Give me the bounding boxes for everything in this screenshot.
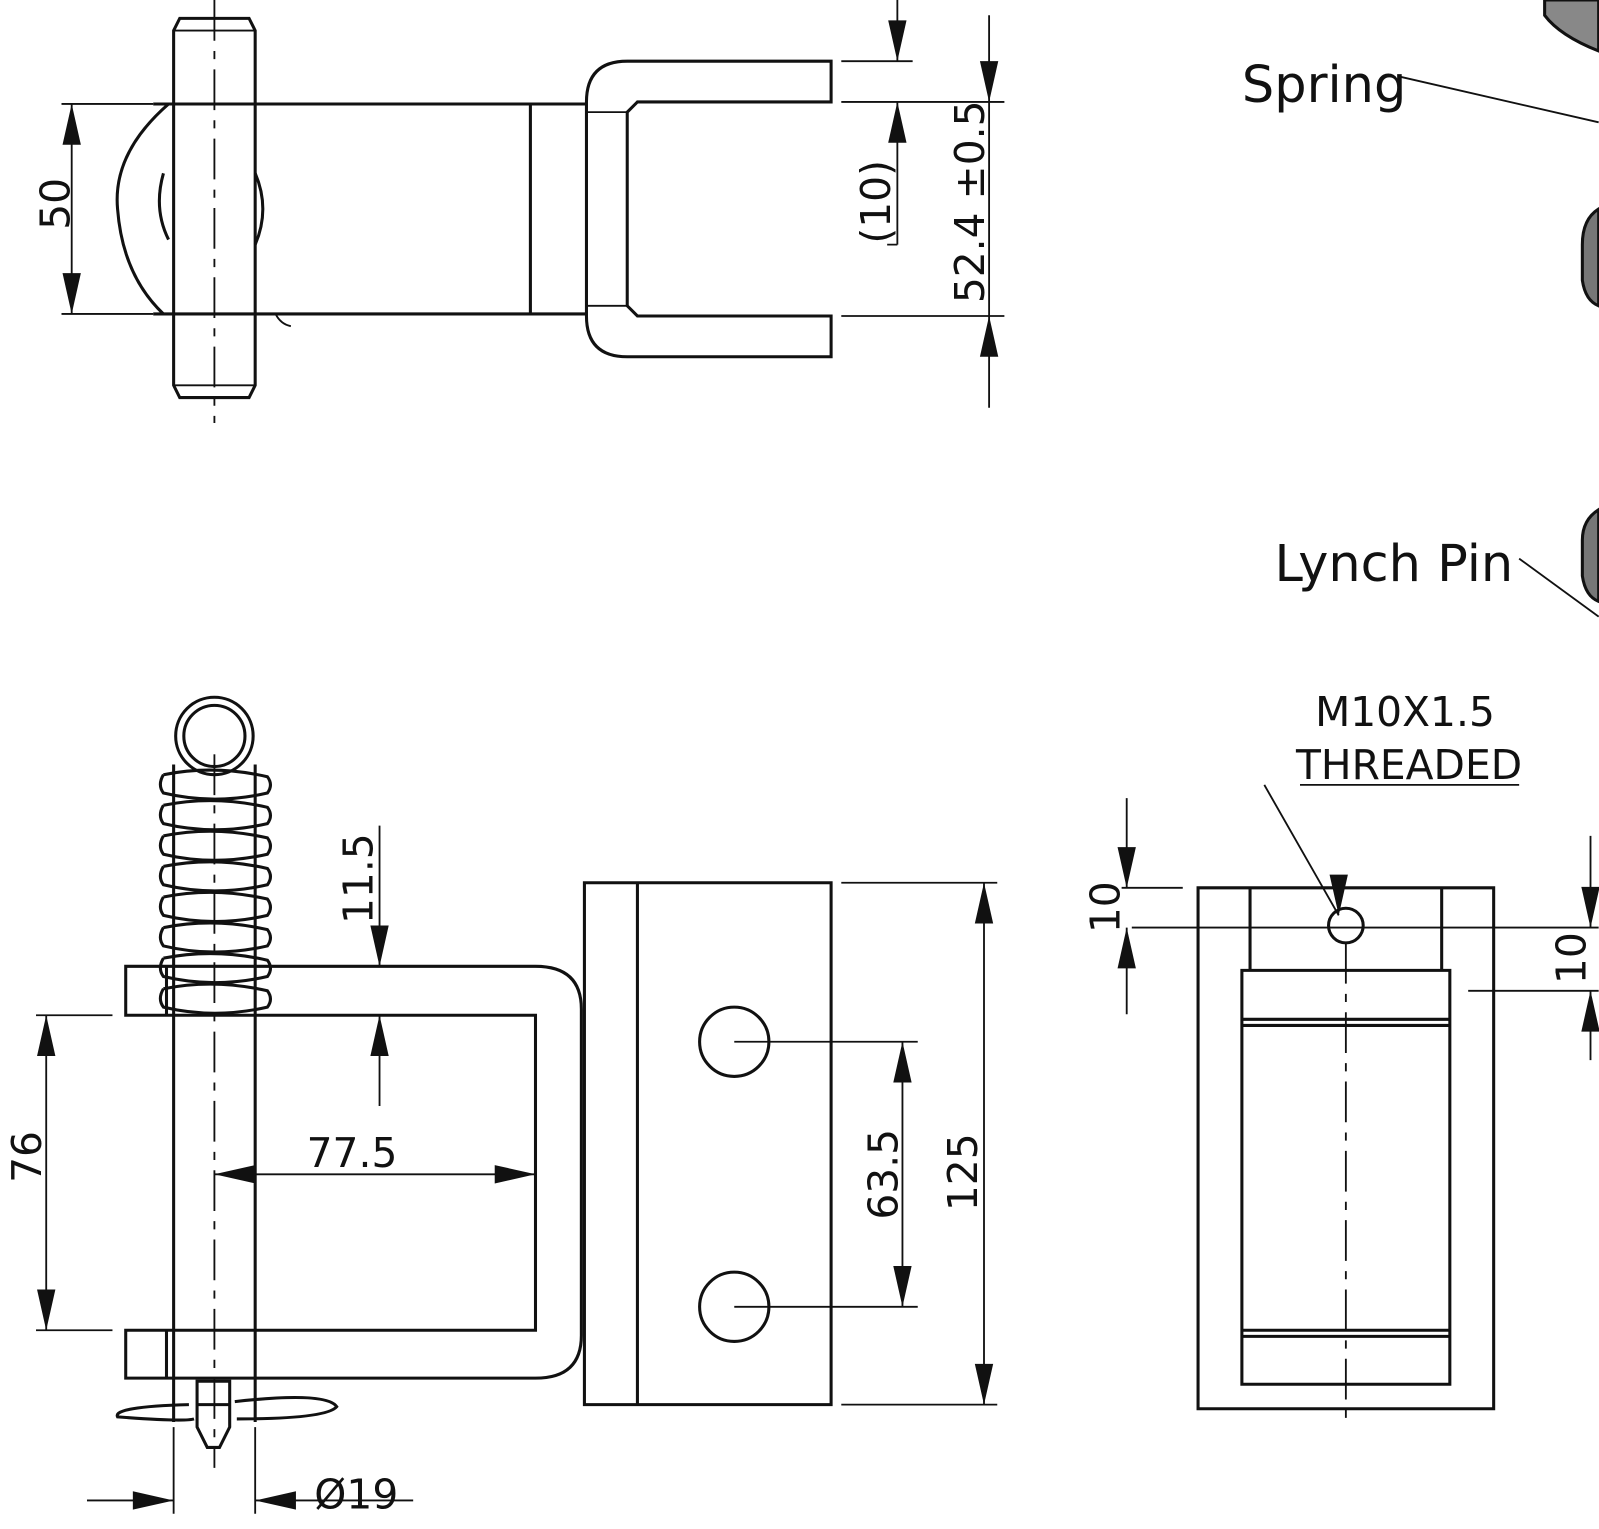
dimension-arrow: [62, 103, 81, 145]
dimension-arrow: [1581, 990, 1599, 1032]
dim-line: [86, 1427, 414, 1514]
body-outline: [153, 102, 587, 316]
side-roller: [1240, 968, 1452, 1386]
dimension-arrow: [494, 1165, 536, 1184]
dim-pin-diameter: Ø19: [314, 1471, 398, 1519]
clevis: [584, 59, 833, 359]
mount-plate: [582, 881, 833, 1407]
dimension-arrow: [370, 925, 389, 967]
drawing-line: [274, 313, 292, 328]
dimension-arrow: [255, 1491, 296, 1510]
dim-bar-offset: 11.5: [334, 833, 382, 924]
thread-spec-label: M10X1.5: [1315, 688, 1495, 736]
dim-reach: 77.5: [307, 1129, 398, 1177]
dimension-arrow: [979, 61, 999, 102]
drawing-line: [1248, 887, 1444, 971]
lynch-pin-leader: [1518, 557, 1599, 618]
dim-inner-height: 76: [3, 1131, 51, 1183]
wheel-arc: [115, 102, 170, 316]
dim-line: [841, 881, 998, 1406]
dimension-arrow: [1117, 847, 1136, 888]
dim-plate-height: 125: [939, 1133, 987, 1211]
dimension-arrow: [974, 1363, 994, 1405]
dimension-arrow: [132, 1491, 174, 1510]
dimension-arrow: [370, 1015, 389, 1057]
dim-line: [734, 1040, 918, 1308]
dim-top-gap: (10): [852, 160, 900, 244]
dimension-arrow: [1117, 927, 1136, 969]
dim-line: [36, 1014, 113, 1332]
lynch-pin-loop: [115, 1396, 339, 1422]
threaded-hole: [1327, 906, 1365, 945]
u-bracket: [124, 964, 583, 1380]
dim-top-width: 52.4 ±0.5: [946, 100, 994, 303]
wheel-hub: [157, 172, 265, 246]
pin-shaft: [172, 764, 257, 1422]
dimension-arrow: [1581, 886, 1599, 928]
dim-line: [1121, 798, 1183, 1015]
dimension-arrow: [979, 315, 999, 357]
dimension-arrow: [888, 20, 907, 62]
dimension-arrow: [62, 273, 81, 314]
side-frame: [1196, 886, 1496, 1411]
dimension-arrow: [893, 1266, 912, 1307]
thread-leader: [1263, 783, 1520, 916]
spring-leader: [1398, 75, 1599, 124]
dimension-arrow: [893, 1041, 912, 1083]
spring-label: Spring: [1242, 56, 1406, 115]
drawing-line: [586, 111, 628, 307]
3d-view-fragments: [1543, 0, 1599, 604]
dimension-arrow: [214, 1165, 256, 1184]
dim-hole-spacing: 63.5: [859, 1129, 907, 1220]
lynch-pin: [195, 1379, 232, 1449]
spring-coils: [158, 768, 272, 1015]
dim-top-height: 50: [32, 178, 80, 230]
dimension-arrow: [37, 1289, 56, 1331]
dim-side-hole-left: 10: [1082, 881, 1130, 933]
dim-side-hole-right: 10: [1547, 932, 1595, 984]
dimension-arrow: [1329, 874, 1348, 916]
dimension-arrow: [888, 101, 907, 143]
dimension-arrow: [974, 882, 994, 924]
lynch-pin-label: Lynch Pin: [1275, 535, 1514, 594]
dimension-arrow: [37, 1015, 56, 1057]
threaded-label: THREADED: [1295, 741, 1522, 789]
drawing-geometry: [36, 0, 1599, 1514]
